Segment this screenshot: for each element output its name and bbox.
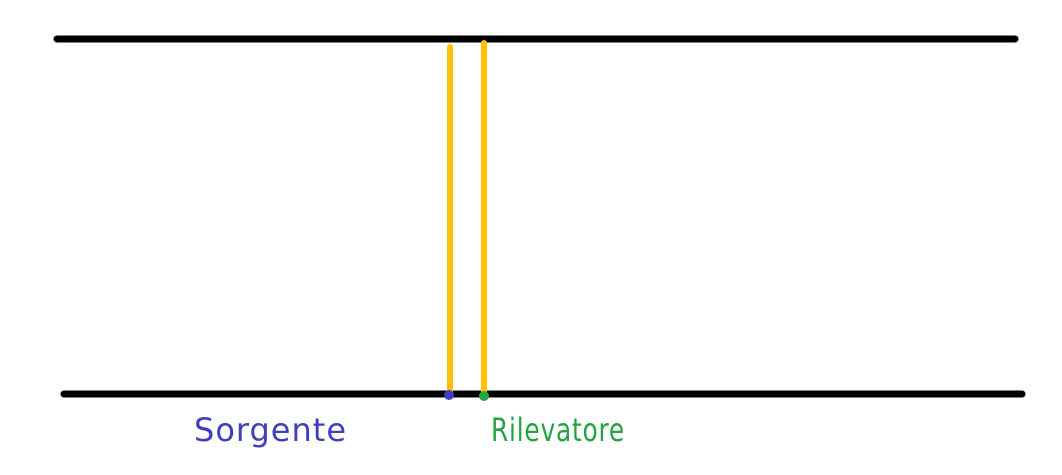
source-point bbox=[444, 390, 454, 400]
source-label: Sorgente bbox=[194, 411, 347, 449]
detector-label: Rilevatore bbox=[491, 411, 625, 449]
detector-point bbox=[479, 391, 489, 401]
